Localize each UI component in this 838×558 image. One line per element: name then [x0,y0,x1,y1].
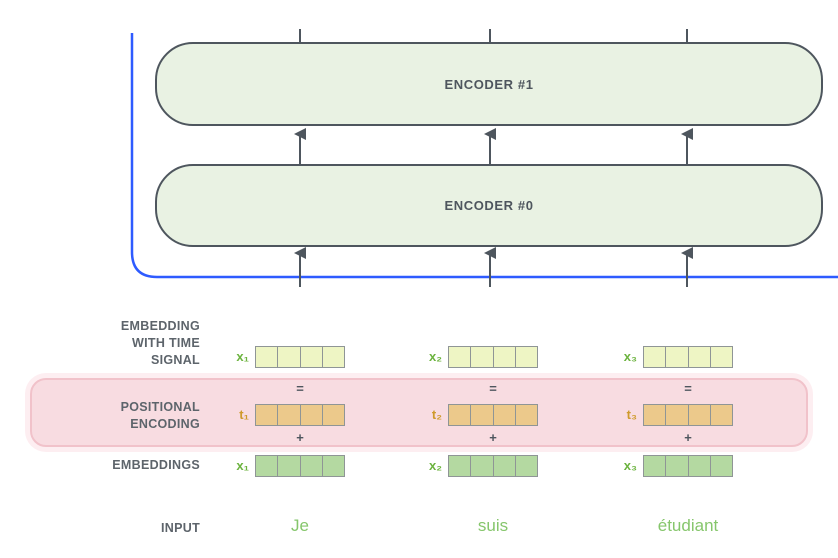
embedding-vector-3 [643,455,733,477]
vector-cell [301,405,323,425]
vector-cell [256,456,279,476]
time-signal-vector-1 [255,346,345,368]
vector-cell [278,347,301,367]
equals-sign-2: = [489,381,497,396]
plus-sign-3: + [684,430,692,445]
time-vector-label-x2: x₂ [428,349,442,364]
vector-cell [666,456,689,476]
vector-cell [449,456,472,476]
label-line: SIGNAL [150,353,200,367]
input-word-1: Je [291,516,309,535]
label-embedding-with-time-signal: EMBEDDING WITH TIME SIGNAL [121,318,200,369]
positional-vector-label-t1: t₁ [239,407,249,422]
label-line: EMBEDDING [120,319,200,333]
label-line: INPUT [161,521,200,535]
label-input: INPUT [161,520,200,537]
vector-cell [711,347,732,367]
time-signal-vector-2 [448,346,538,368]
vector-cell [644,405,667,425]
label-line: POSITIONAL [120,400,200,414]
vector-cell [666,405,689,425]
embedding-vector-label-x2: x₂ [428,458,442,473]
plus-sign-2: + [489,430,497,445]
vector-cell [666,347,689,367]
label-line: EMBEDDINGS [112,458,200,472]
positional-vector-2 [448,404,538,426]
vector-cell [471,405,494,425]
vector-cell [644,456,667,476]
label-line: ENCODING [130,417,200,431]
vector-cell [323,456,344,476]
equals-sign-1: = [296,381,304,396]
vector-cell [256,405,279,425]
label-line: WITH TIME [132,336,200,350]
encoder-0-label: ENCODER #0 [444,198,534,213]
vector-cell [644,347,667,367]
vector-cell [301,456,323,476]
vector-cell [689,347,711,367]
input-word-2: suis [477,516,509,535]
vector-cell [449,405,472,425]
vector-cell [323,405,344,425]
residual-blue-line [130,33,838,279]
encoder-0-box: ENCODER #0 [155,164,823,247]
vector-cell [278,456,301,476]
vector-cell [711,405,732,425]
vector-cell [278,405,301,425]
vector-cell [689,456,711,476]
embedding-vector-label-x1: x₁ [236,458,249,473]
label-embeddings: EMBEDDINGS [112,457,200,474]
positional-vector-label-t2: t₂ [431,407,442,422]
vector-cell [494,405,516,425]
vector-cell [689,405,711,425]
vector-cell [323,347,344,367]
embedding-vector-2 [448,455,538,477]
positional-vector-3 [643,404,733,426]
encoder-1-label: ENCODER #1 [444,76,534,92]
label-positional-encoding: POSITIONAL ENCODING [121,399,200,433]
vector-cell [516,405,537,425]
vector-cell [516,456,537,476]
time-signal-vector-3 [643,346,733,368]
vector-cell [494,347,516,367]
positional-vector-1 [255,404,345,426]
vector-cell [494,456,516,476]
vector-cell [471,456,494,476]
embedding-vector-1 [255,455,345,477]
positional-vector-label-t3: t₃ [626,407,637,422]
vector-cell [516,347,537,367]
embedding-vector-label-x3: x₃ [623,458,637,473]
time-vector-label-x1: x₁ [236,349,249,364]
vector-cell [471,347,494,367]
vector-cell [449,347,472,367]
vector-cell [301,347,323,367]
encoder-1-box: ENCODER #1 [155,42,823,126]
equals-sign-3: = [684,381,692,396]
time-vector-label-x3: x₃ [623,349,637,364]
input-word-3: étudiant [657,516,719,535]
plus-sign-1: + [296,430,304,445]
vector-cell [256,347,279,367]
vector-cell [711,456,732,476]
